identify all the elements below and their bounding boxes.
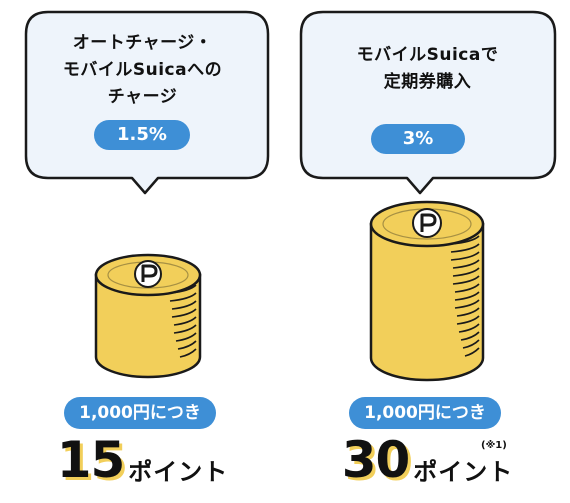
bubble-line: モバイルSuicaへの — [62, 60, 223, 80]
point-coin-icon — [94, 253, 202, 379]
speech-bubble — [299, 10, 557, 195]
reward-card-auto-charge: オートチャージ・ モバイルSuicaへの チャージ 1.5% 1,000円につき… — [0, 10, 285, 498]
rate-badge: 1.5% — [94, 120, 190, 150]
bubble-line: モバイルSuicaで — [356, 45, 499, 65]
points-number: 15 — [56, 431, 126, 489]
point-coin-icon — [369, 200, 485, 382]
bubble-line: オートチャージ・ — [72, 33, 213, 53]
rate-badge: 3% — [371, 124, 465, 154]
points-number: 30 — [341, 431, 411, 489]
per-amount-badge: 1,000円につき — [349, 397, 501, 429]
bubble-text: オートチャージ・ モバイルSuicaへの チャージ — [0, 30, 285, 111]
points-unit: ポイント — [128, 458, 229, 486]
bubble-text: モバイルSuicaで 定期券購入 — [285, 42, 570, 96]
bubble-line: チャージ — [107, 87, 178, 107]
footnote-marker: (※1) — [481, 440, 507, 451]
speech-bubble — [24, 10, 270, 195]
points-unit: ポイント — [413, 458, 514, 486]
per-amount-badge: 1,000円につき — [64, 397, 216, 429]
bubble-line: 定期券購入 — [383, 72, 472, 92]
